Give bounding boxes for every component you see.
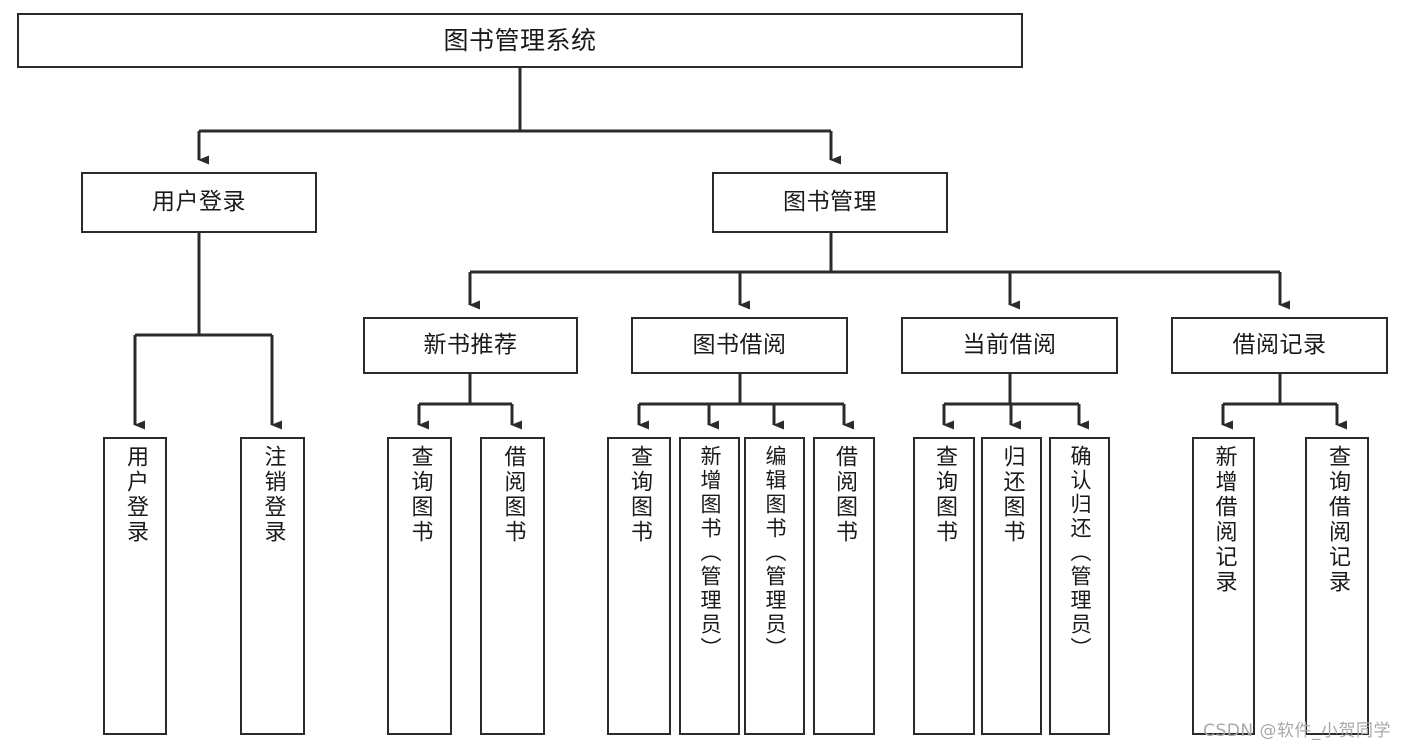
- leaf-query-book-bb[interactable]: 查询图书: [607, 437, 671, 735]
- user-login-to-leaves-connectors: [133, 233, 282, 430]
- node-label: 借阅图书: [832, 445, 857, 545]
- new-book-recommend-to-leaves-connectors: [417, 374, 522, 430]
- node-label: 确认归还（管理员）: [1068, 445, 1092, 661]
- node-label: 用户登录: [123, 445, 148, 545]
- leaf-add-book-admin[interactable]: 新增图书（管理员）: [679, 437, 740, 735]
- leaf-confirm-return-admin[interactable]: 确认归还（管理员）: [1049, 437, 1110, 735]
- node-label: 图书管理: [783, 188, 877, 215]
- current-borrow-to-leaves-connectors: [942, 374, 1089, 430]
- node-label: 新增图书（管理员）: [698, 445, 722, 661]
- node-label: 图书借阅: [692, 331, 787, 358]
- leaf-user-login[interactable]: 用户登录: [103, 437, 167, 735]
- leaf-return-book[interactable]: 归还图书: [981, 437, 1042, 735]
- node-book-borrowing[interactable]: 图书借阅: [631, 317, 848, 374]
- leaf-edit-book-admin[interactable]: 编辑图书（管理员）: [744, 437, 805, 735]
- leaf-borrow-book-bb[interactable]: 借阅图书: [813, 437, 875, 735]
- node-label: 查询图书: [932, 445, 957, 545]
- book-borrow-to-leaves-connectors: [637, 374, 854, 430]
- root-to-level2-connectors: [197, 68, 841, 165]
- node-label: 查询借阅记录: [1325, 445, 1350, 595]
- leaf-query-book-cb[interactable]: 查询图书: [913, 437, 975, 735]
- node-label: 新增借阅记录: [1211, 445, 1237, 595]
- node-new-book-recommendation[interactable]: 新书推荐: [363, 317, 578, 374]
- node-label: 借阅图书: [500, 445, 526, 545]
- node-label: 图书管理系统: [443, 25, 597, 55]
- node-label: 借阅记录: [1232, 331, 1327, 358]
- leaf-query-borrow-record[interactable]: 查询借阅记录: [1305, 437, 1369, 735]
- node-label: 注销登录: [260, 445, 286, 545]
- leaf-logout[interactable]: 注销登录: [240, 437, 305, 735]
- book-management-to-level3-connectors: [468, 233, 1290, 310]
- node-label: 新书推荐: [423, 331, 518, 358]
- leaf-borrow-book-nbr[interactable]: 借阅图书: [480, 437, 545, 735]
- node-user-login[interactable]: 用户登录: [81, 172, 317, 233]
- borrow-record-to-leaves-connectors: [1221, 374, 1347, 430]
- node-book-management-system[interactable]: 图书管理系统: [17, 13, 1023, 68]
- node-book-management[interactable]: 图书管理: [712, 172, 948, 233]
- node-label: 查询图书: [407, 445, 433, 545]
- leaf-query-book-nbr[interactable]: 查询图书: [387, 437, 452, 735]
- node-borrowing-record[interactable]: 借阅记录: [1171, 317, 1388, 374]
- node-label: 用户登录: [152, 188, 246, 215]
- node-label: 归还图书: [999, 445, 1025, 545]
- leaf-add-borrow-record[interactable]: 新增借阅记录: [1192, 437, 1255, 735]
- node-label: 查询图书: [627, 445, 652, 545]
- node-current-borrowing[interactable]: 当前借阅: [901, 317, 1118, 374]
- node-label: 当前借阅: [962, 331, 1057, 358]
- node-label: 编辑图书（管理员）: [763, 445, 787, 661]
